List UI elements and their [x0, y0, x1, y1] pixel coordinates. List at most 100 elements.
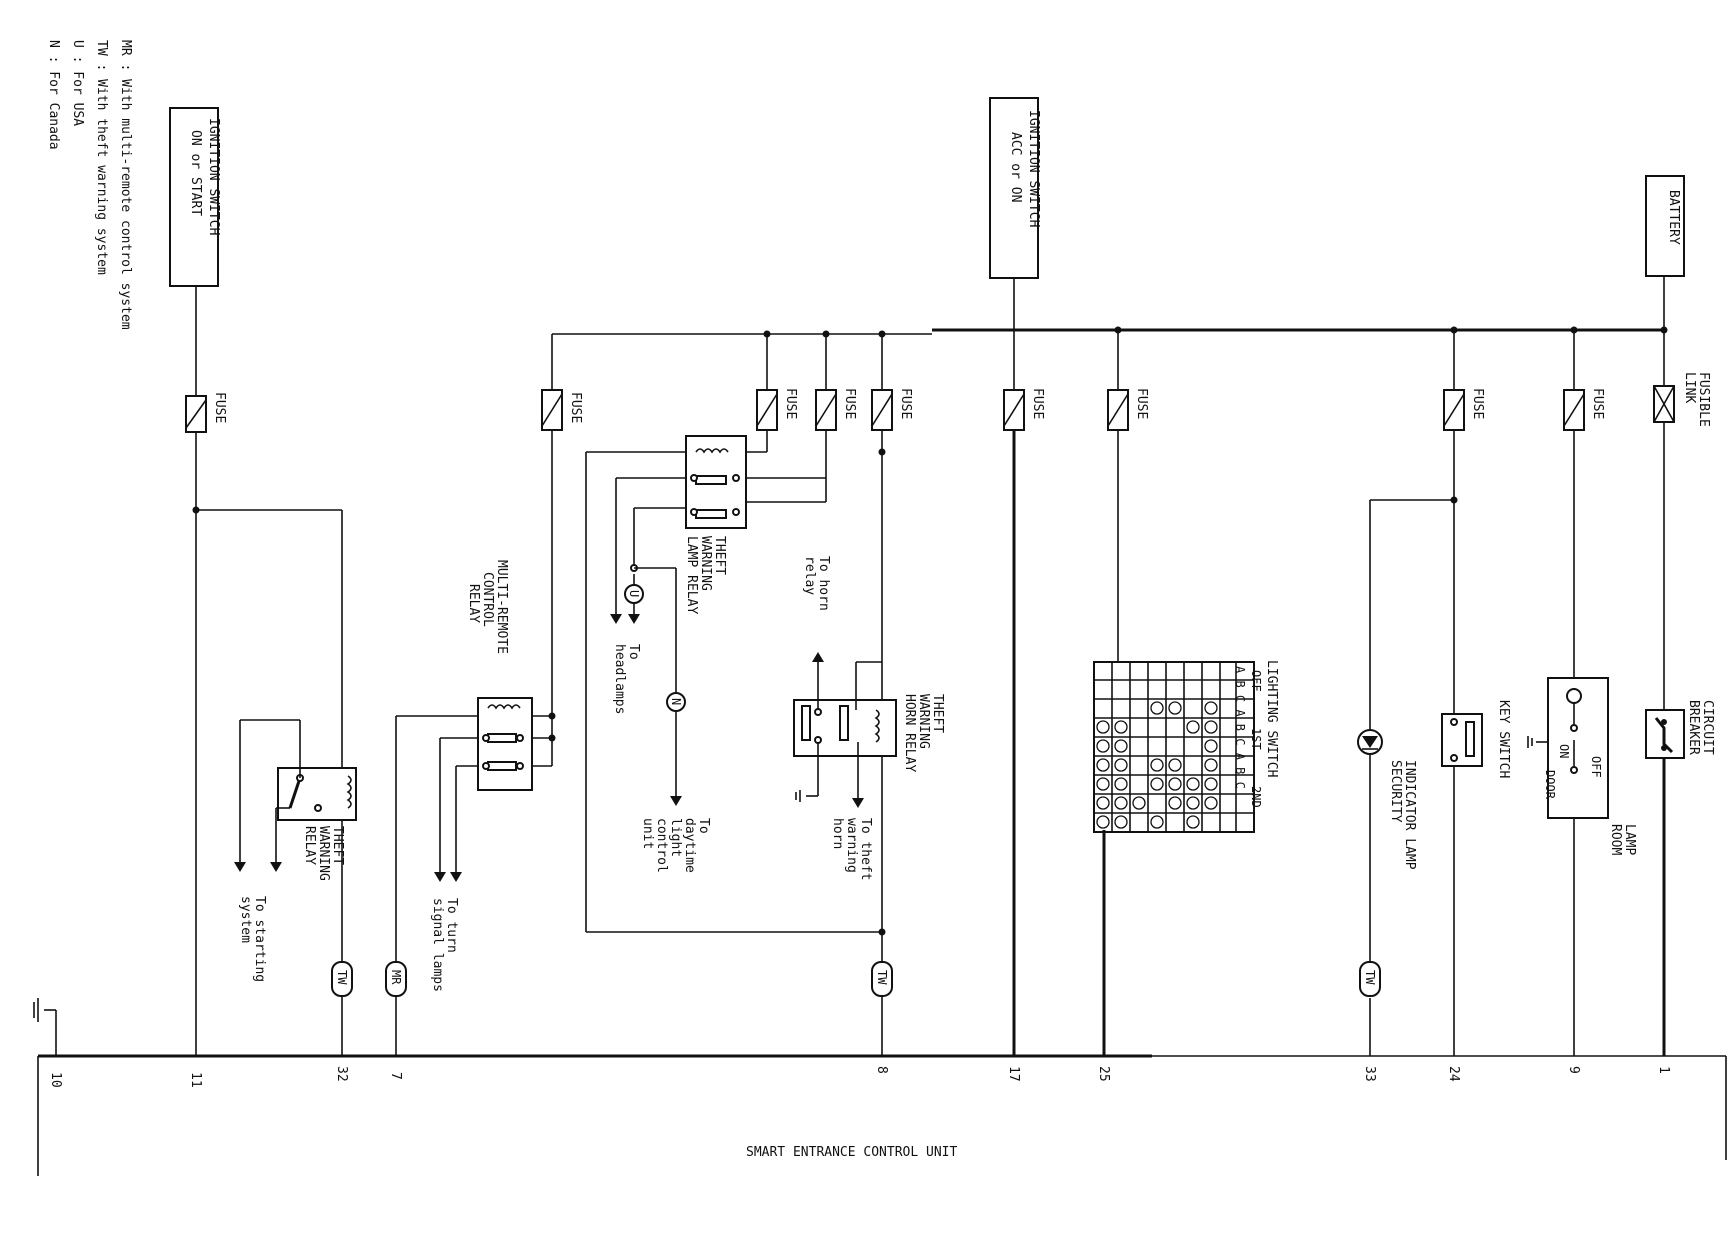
fuse-icon: FUSE	[815, 388, 857, 431]
svg-text:LIGHTING SWITCH: LIGHTING SWITCH	[1264, 660, 1279, 777]
lighting-switch-positions: OFF 1ST 2ND	[1249, 670, 1263, 808]
svg-text:TW: TW	[335, 970, 349, 985]
fuse-icon: FUSE	[756, 388, 798, 431]
svg-text:FUSE: FUSE	[1134, 388, 1149, 419]
fuse-icon: FUSE	[1563, 388, 1605, 431]
battery: BATTERY	[1645, 175, 1685, 277]
svg-text:ON: ON	[1557, 744, 1571, 758]
legend: MR : With multi-remote control system TW…	[46, 40, 133, 330]
svg-text:FUSE: FUSE	[783, 388, 798, 419]
ground-icon	[33, 998, 57, 1056]
tw-connector-tag: TW	[331, 961, 353, 997]
svg-text:WARNING: WARNING	[316, 826, 331, 881]
svg-text:11: 11	[188, 1072, 203, 1088]
svg-text:25: 25	[1096, 1066, 1111, 1082]
svg-text:system: system	[238, 896, 253, 943]
key-switch: KEY SWITCH	[1441, 430, 1511, 1056]
svg-text:WARNING: WARNING	[698, 536, 713, 591]
svg-text:SECURITY: SECURITY	[1388, 760, 1403, 823]
svg-text:RELAY: RELAY	[466, 584, 481, 623]
svg-text:FUSIBLE: FUSIBLE	[1696, 372, 1711, 427]
fuses: FUSE FUSE FUSE FUSE FUSE FUSE FUSE	[185, 286, 1711, 433]
svg-text:FUSE: FUSE	[1470, 388, 1485, 419]
svg-text:LINK: LINK	[1682, 372, 1697, 403]
svg-text:MULTI-REMOTE: MULTI-REMOTE	[494, 560, 509, 654]
svg-text:ROOM: ROOM	[1608, 824, 1623, 855]
svg-text:warning: warning	[844, 818, 859, 873]
svg-text:FUSE: FUSE	[212, 392, 227, 423]
svg-text:LAMP RELAY: LAMP RELAY	[684, 536, 699, 614]
svg-text:To: To	[626, 644, 641, 660]
room-lamp: OFF ON DOOR ROOM LAMP	[1527, 430, 1637, 1056]
svg-text:OFF: OFF	[1589, 756, 1603, 778]
svg-text:TW: TW	[875, 970, 889, 985]
smart-entrance-control-unit: SMART ENTRANCE CONTROL UNIT 10 11 32 7 8…	[37, 1054, 1727, 1176]
tw-connector-tag: TW	[1359, 961, 1381, 997]
svg-text:TW: TW	[1363, 970, 1377, 985]
svg-text:daytime: daytime	[682, 818, 697, 873]
svg-text:32: 32	[334, 1066, 349, 1082]
legend-item-tw: TW : With theft warning system	[94, 40, 109, 275]
svg-text:ACC or ON: ACC or ON	[1008, 132, 1023, 202]
ignition-switch-acc-on: IGNITION SWITCH ACC or ON	[989, 97, 1041, 279]
svg-text:7: 7	[388, 1072, 403, 1080]
svg-text:IGNITION SWITCH: IGNITION SWITCH	[1026, 110, 1041, 227]
svg-text:THEFT: THEFT	[330, 826, 345, 865]
supply-bus	[551, 276, 1668, 410]
mr-connector-tag: MR	[385, 961, 407, 997]
svg-text:33: 33	[1362, 1066, 1377, 1082]
svg-text:horn: horn	[830, 818, 845, 849]
svg-text:17: 17	[1006, 1066, 1021, 1082]
svg-text:1ST: 1ST	[1249, 728, 1263, 750]
svg-text:To starting: To starting	[252, 896, 267, 982]
svg-text:DOOR: DOOR	[1543, 770, 1557, 800]
svg-text:unit: unit	[640, 818, 655, 849]
svg-text:U: U	[627, 590, 641, 597]
lighting-switch: LIGHTING SWITCH OFF 1ST 2ND A B C A B C …	[1093, 430, 1279, 1056]
svg-text:RELAY: RELAY	[302, 826, 317, 865]
unit-title: SMART ENTRANCE CONTROL UNIT	[746, 1145, 957, 1160]
fuse-icon: FUSE	[185, 392, 227, 433]
svg-text:light: light	[668, 818, 683, 857]
svg-text:WARNING: WARNING	[916, 694, 931, 749]
svg-text:MR: MR	[389, 970, 403, 985]
lighting-switch-grid	[1093, 661, 1255, 833]
svg-text:headlamps: headlamps	[612, 644, 627, 714]
multi-remote-control-relay: MULTI-REMOTE CONTROL RELAY To turn signa…	[385, 430, 556, 1056]
tw-connector-tag: TW	[871, 961, 893, 997]
svg-text:To: To	[696, 818, 711, 834]
svg-text:KEY SWITCH: KEY SWITCH	[1496, 700, 1511, 778]
svg-text:2ND: 2ND	[1249, 786, 1263, 808]
svg-text:A B C A B C A B C: A B C A B C A B C	[1233, 666, 1247, 789]
unit-pins: 10 11 32 7 8 17 25 33 24 9 1	[48, 1066, 1671, 1088]
fuse-icon: FUSE	[541, 389, 583, 431]
svg-text:24: 24	[1446, 1066, 1461, 1082]
legend-item-mr: MR : With multi-remote control system	[118, 40, 133, 330]
svg-text:To horn: To horn	[816, 556, 831, 611]
svg-text:8: 8	[874, 1066, 889, 1074]
svg-text:FUSE: FUSE	[842, 388, 857, 419]
svg-text:ON or START: ON or START	[188, 130, 203, 216]
theft-warning-horn-relay: THEFT WARNING HORN RELAY To horn relay T…	[793, 430, 945, 1056]
theft-warning-relay: THEFT WARNING RELAY To starting system T…	[192, 432, 357, 1056]
svg-text:relay: relay	[802, 556, 817, 595]
fuse-icon: FUSE	[1003, 388, 1045, 431]
svg-text:INDICATOR LAMP: INDICATOR LAMP	[1402, 760, 1417, 870]
svg-text:1: 1	[1656, 1066, 1671, 1074]
ignition-switch-on-start: IGNITION SWITCH ON or START	[169, 107, 221, 287]
svg-text:LAMP: LAMP	[1622, 824, 1637, 855]
security-indicator-lamp: SECURITY INDICATOR LAMP	[1357, 496, 1458, 1056]
svg-text:FUSE: FUSE	[568, 392, 583, 423]
theft-warning-lamp-relay: U N THEFT WARNING LAMP RELAY To headlamp…	[585, 430, 886, 936]
fuse-icon: FUSE	[1443, 388, 1485, 431]
svg-text:To theft: To theft	[858, 818, 873, 881]
svg-text:CONTROL: CONTROL	[480, 572, 495, 627]
circuit-breaker: CIRCUIT BREAKER	[1645, 422, 1715, 1056]
svg-text:FUSE: FUSE	[898, 388, 913, 419]
legend-item-u: U : For USA	[70, 40, 85, 126]
svg-text:HORN RELAY: HORN RELAY	[902, 694, 917, 772]
svg-text:OFF: OFF	[1249, 670, 1263, 692]
fusible-link-icon: FUSIBLE LINK	[1653, 372, 1711, 427]
fuse-icon: FUSE	[871, 388, 913, 431]
